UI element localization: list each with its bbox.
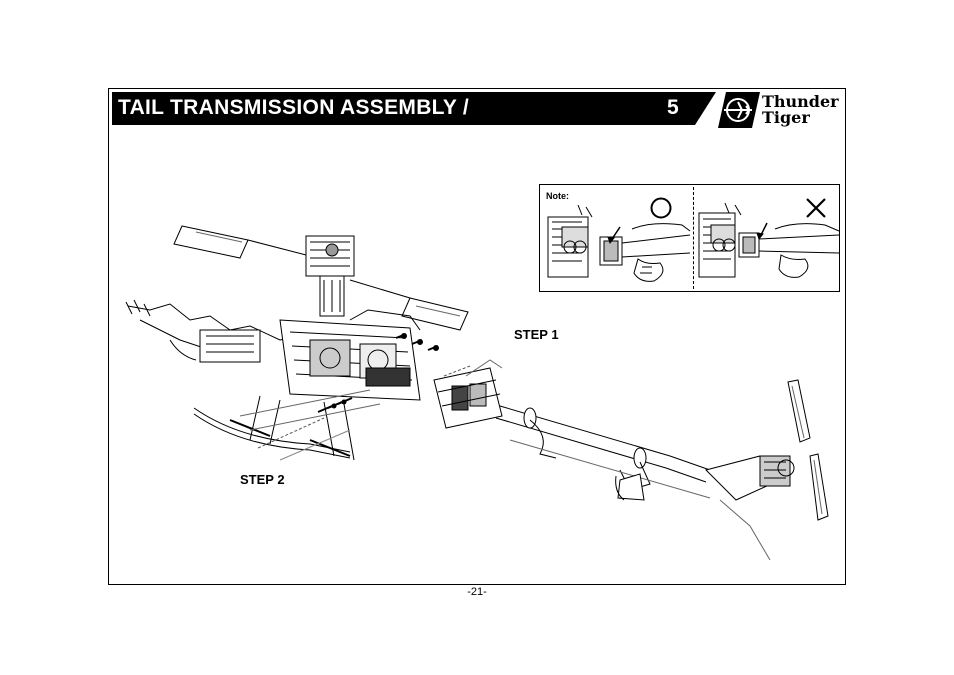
tail-transmission-case bbox=[433, 359, 503, 429]
circle-icon bbox=[650, 197, 672, 219]
step2-screws bbox=[279, 397, 353, 461]
main-rotor-blade-right bbox=[349, 279, 469, 331]
step-1-label: STEP 1 bbox=[514, 327, 559, 342]
page-title: TAIL TRANSMISSION ASSEMBLY / bbox=[118, 96, 470, 119]
section-number: 5 bbox=[667, 96, 679, 119]
page-frame bbox=[108, 88, 846, 585]
logo-emblem-icon bbox=[718, 92, 760, 128]
tail-rotor-assembly bbox=[705, 379, 829, 561]
thunder-tiger-logo: Thunder Tiger bbox=[718, 92, 842, 128]
page-footer: -21- bbox=[467, 586, 487, 598]
title-bar-background bbox=[112, 92, 716, 125]
main-frame bbox=[279, 309, 421, 401]
tail-fin bbox=[615, 473, 645, 501]
main-rotor-blade-left bbox=[173, 225, 311, 259]
note-label: Note: bbox=[546, 191, 569, 201]
note-box: Note: bbox=[539, 184, 840, 292]
helicopter-exploded-diagram bbox=[125, 225, 829, 561]
dashed-alignment-lines bbox=[257, 365, 471, 449]
step-2-label: STEP 2 bbox=[240, 472, 285, 487]
rotor-head bbox=[305, 235, 355, 317]
landing-skid bbox=[193, 389, 381, 461]
step1-screws bbox=[395, 333, 439, 351]
canopy-frame bbox=[125, 299, 321, 363]
note-correct-illustration bbox=[547, 204, 691, 282]
title-bar: TAIL TRANSMISSION ASSEMBLY / 5 bbox=[112, 92, 716, 125]
note-divider bbox=[693, 187, 694, 289]
logo-text-line2: Tiger bbox=[762, 108, 810, 127]
note-incorrect-illustration bbox=[698, 202, 840, 278]
logo-text-line1: Thunder bbox=[762, 92, 839, 111]
cross-icon bbox=[806, 198, 826, 218]
tail-boom bbox=[495, 405, 711, 499]
